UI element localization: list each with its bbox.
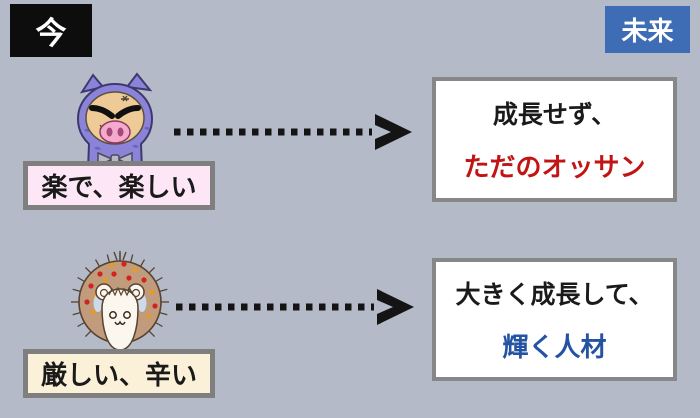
outcome-box-good: 大きく成長して、 輝く人材 <box>432 258 677 381</box>
hedgehog-character-icon <box>67 250 173 352</box>
dotted-arrow-icon <box>172 112 414 152</box>
outcome-good-line1: 大きく成長して、 <box>455 280 654 309</box>
dotted-arrow-icon <box>174 287 416 327</box>
cause-label-easy: 楽で、楽しい <box>23 161 215 210</box>
outcome-box-bad: 成長せず、 ただのオッサン <box>432 77 677 202</box>
now-tag-label: 今 <box>35 16 67 52</box>
cause-label-easy-text: 楽で、楽しい <box>41 173 197 203</box>
outcome-bad-line1: 成長せず、 <box>492 100 617 129</box>
outcome-bad-line2: ただのオッサン <box>463 153 646 183</box>
cause-label-hard: 厳しい、辛い <box>23 349 215 398</box>
future-tag: 未来 <box>605 6 690 53</box>
outcome-good-line2: 輝く人材 <box>502 333 607 363</box>
future-tag-label: 未来 <box>621 17 674 47</box>
now-tag: 今 <box>10 4 92 57</box>
pig-character-icon <box>60 72 170 172</box>
cause-label-hard-text: 厳しい、辛い <box>40 361 197 391</box>
